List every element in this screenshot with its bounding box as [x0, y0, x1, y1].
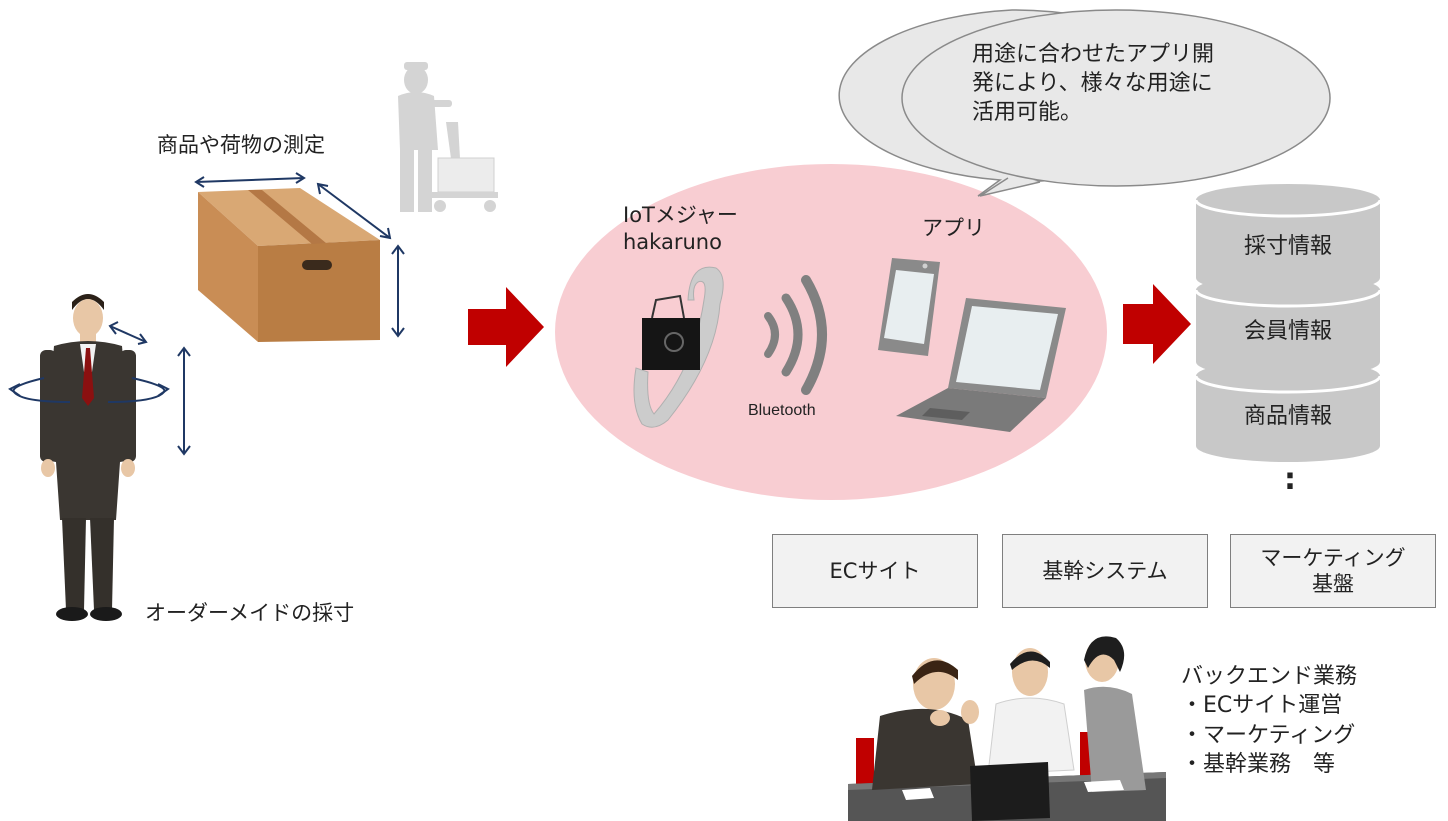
db-layer-2: 会員情報 — [1243, 319, 1332, 344]
backend-item-ec: ECサイト運営 — [1181, 691, 1357, 720]
device-name-line2: hakaruno — [623, 229, 722, 254]
db-continuation: : — [1284, 462, 1296, 497]
bubble-text: 用途に合わせたアプリ開 発により、様々な用途に 活用可能。 — [972, 42, 1215, 126]
system-box-core: 基幹システム — [1002, 534, 1208, 608]
flow-arrow-1 — [468, 287, 544, 367]
device-name-line1: IoTメジャー — [623, 203, 738, 227]
backend-item-marketing: マーケティング — [1181, 721, 1357, 750]
app-label: アプリ — [922, 216, 985, 240]
backend-title: バックエンド業務 — [1181, 664, 1358, 689]
tailor-measure-label: オーダーメイドの採寸 — [145, 601, 355, 625]
goods-measure-label: 商品や荷物の測定 — [157, 133, 325, 157]
db-layer-1: 採寸情報 — [1243, 234, 1332, 259]
system-box-ec: ECサイト — [772, 534, 978, 608]
system-box-marketing: マーケティング 基盤 — [1230, 534, 1436, 608]
backend-item-core: 基幹業務 等 — [1181, 750, 1357, 779]
device-name: IoTメジャー hakaruno — [623, 202, 738, 256]
flow-arrow-2 — [1123, 284, 1191, 364]
db-layer-3: 商品情報 — [1243, 404, 1332, 429]
bluetooth-label: Bluetooth — [748, 402, 816, 419]
backend-tasks: バックエンド業務 ECサイト運営 マーケティング 基幹業務 等 — [1181, 662, 1357, 779]
